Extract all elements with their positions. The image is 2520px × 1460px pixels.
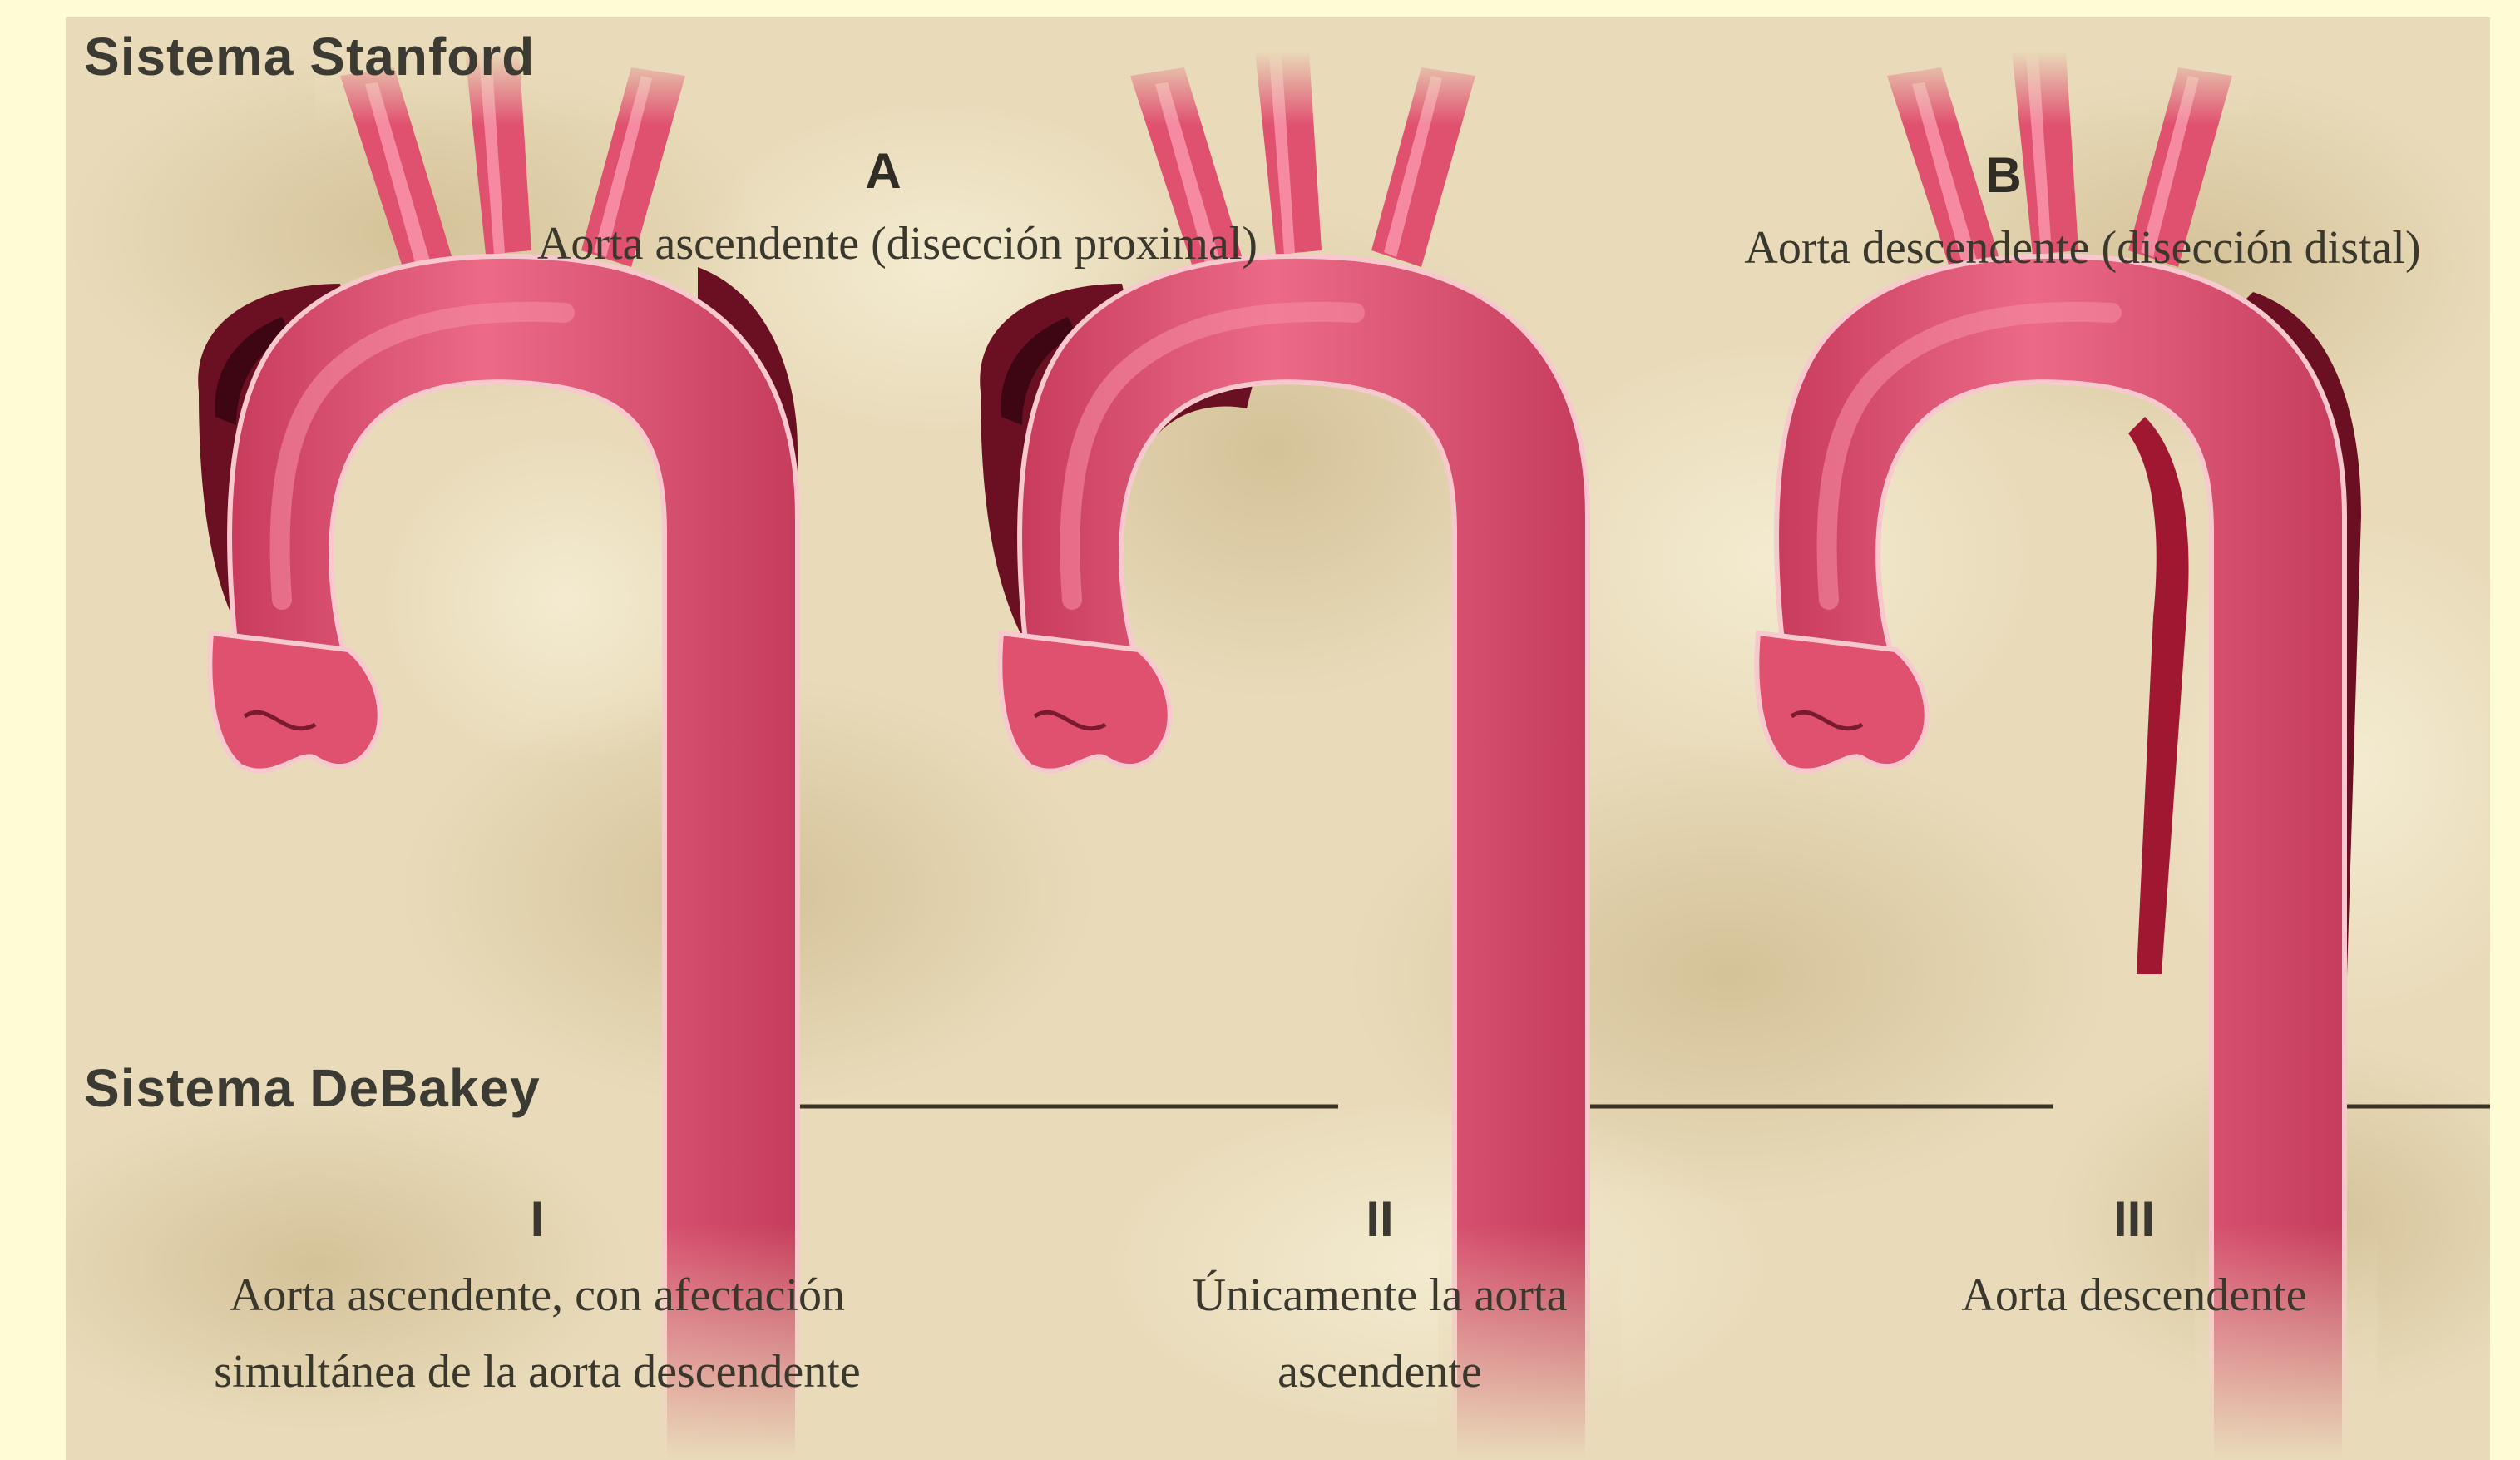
aortic-root	[1757, 633, 1926, 771]
aortic-root	[1000, 633, 1169, 771]
stanford-system-title: Sistema Stanford	[84, 26, 535, 87]
debakey-type-i-numeral: I	[531, 1190, 545, 1248]
stanford-type-a-letter: A	[865, 142, 901, 200]
caption-line: Aorta ascendente, con afectación	[214, 1257, 860, 1334]
debakey-type-ii-numeral: II	[1366, 1190, 1393, 1248]
stanford-type-b-caption: Aorta descendente (disección distal)	[1744, 221, 2420, 275]
debakey-system-title: Sistema DeBakey	[84, 1057, 541, 1119]
caption-line: ascendente	[1193, 1334, 1568, 1410]
debakey-type-iii-caption: Aorta descendente	[1961, 1257, 2306, 1334]
caption-line: simultánea de la aorta descendente	[214, 1334, 860, 1410]
diagram-board: Sistema Stanford A Aorta ascendente (dis…	[66, 17, 2490, 1460]
caption-line: Aorta descendente	[1961, 1257, 2306, 1334]
debakey-type-i-caption: Aorta ascendente, con afectación simultá…	[214, 1257, 860, 1410]
debakey-type-ii-caption: Únicamente la aorta ascendente	[1193, 1257, 1568, 1410]
stanford-type-a-caption: Aorta ascendente (disección proximal)	[537, 217, 1258, 270]
stanford-type-b-letter: B	[1985, 146, 2021, 204]
debakey-type-iii-numeral: III	[2113, 1190, 2155, 1248]
caption-line: Únicamente la aorta	[1193, 1257, 1568, 1334]
aortic-root	[210, 633, 379, 771]
